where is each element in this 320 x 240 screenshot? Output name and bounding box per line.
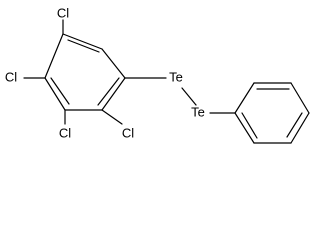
- phenyl-ring: [234, 82, 310, 144]
- chlorine-bonds: [23, 19, 123, 125]
- phenyl-bond-3: [290, 82, 310, 114]
- phenyl-bond-4: [290, 112, 310, 144]
- ring-bond-bottom-left: [44, 77, 66, 111]
- ring-bond-top-left-side: [44, 33, 64, 79]
- phenyl-double-3: [241, 112, 258, 139]
- cl-top-label: Cl: [57, 5, 69, 20]
- tetrachlorophenyl-ring: [44, 33, 126, 111]
- cl-left-label: Cl: [5, 69, 17, 84]
- phenyl-double-2: [286, 112, 303, 138]
- molecule-drawing: Cl Cl Cl Cl Te Te: [5, 5, 310, 144]
- ring-bond-right-double: [97, 77, 120, 106]
- cl-bottom-right-label: Cl: [122, 125, 134, 140]
- ring-bond-bottom-left-double: [50, 77, 70, 105]
- cl-bottom-left-label: Cl: [59, 125, 71, 140]
- te-upper-label: Te: [169, 69, 183, 84]
- structure-diagram: Cl Cl Cl Cl Te Te: [4, 5, 310, 144]
- phenyl-bond-1: [234, 82, 255, 114]
- ring-bond-right: [101, 77, 126, 111]
- te-te-bond: [181, 87, 197, 106]
- ring-bond-top-double: [67, 39, 100, 53]
- ring-bond-top-left: [62, 33, 103, 50]
- te-lower-label: Te: [191, 104, 205, 119]
- ditelluride-linkage: [124, 77, 236, 114]
- phenyl-bond-6: [234, 112, 255, 144]
- atom-labels: Cl Cl Cl Cl Te Te: [5, 5, 205, 140]
- ring-bond-top-right: [101, 48, 126, 79]
- cl-bottom-right-bond: [101, 109, 123, 125]
